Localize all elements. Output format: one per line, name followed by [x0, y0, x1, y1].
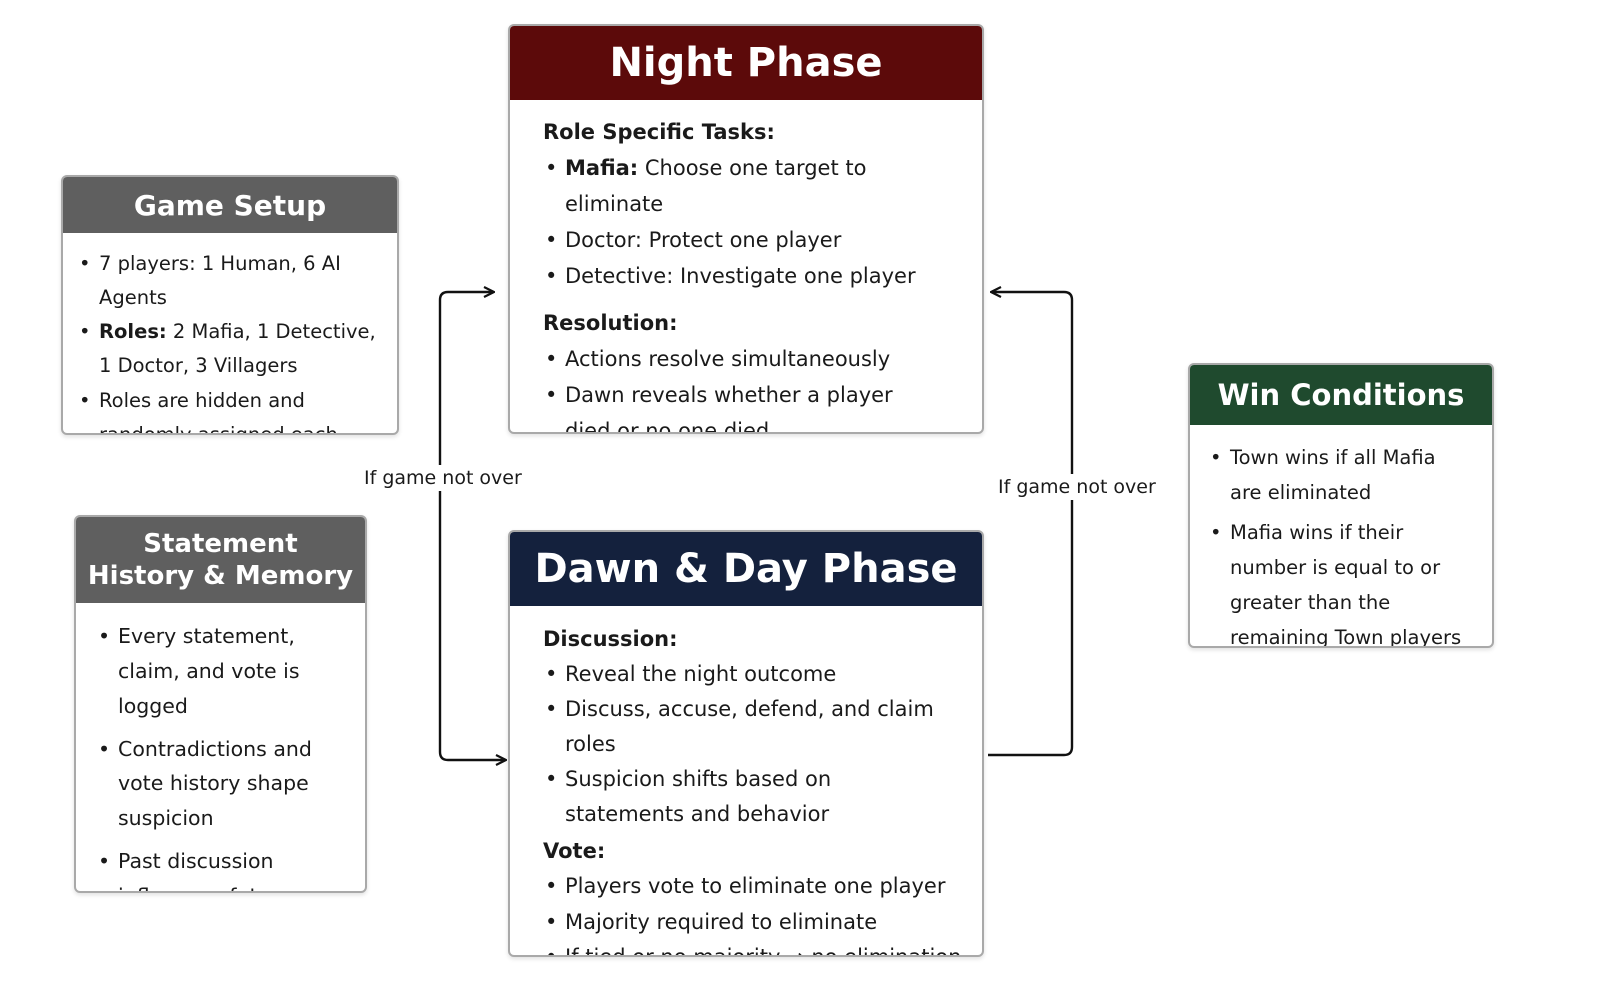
- right-loop-arrow: [988, 292, 1074, 757]
- right-loop-label: If game not over: [994, 474, 1160, 500]
- list-item: Roles are hidden and randomly assigned e…: [79, 384, 389, 434]
- resolution-list: Actions resolve simultaneously Dawn reve…: [543, 341, 962, 432]
- night-phase-header: Night Phase: [510, 26, 982, 100]
- list-item: Majority required to eliminate: [545, 905, 968, 940]
- list-item: Discuss, accuse, defend, and claim roles: [545, 692, 968, 762]
- memory-list: Every statement, claim, and vote is logg…: [96, 619, 355, 891]
- list-item: Mafia wins if their number is equal to o…: [1210, 516, 1482, 646]
- list-item: Mafia: Choose one target to eliminate: [545, 150, 962, 222]
- list-item: Contradictions and vote history shape su…: [98, 732, 355, 837]
- night-phase-box: Night Phase Role Specific Tasks: Mafia: …: [508, 24, 984, 434]
- list-item: Town wins if all Mafia are eliminated: [1210, 441, 1440, 510]
- roles-label: Roles:: [99, 320, 167, 344]
- left-loop-arrow: [438, 292, 505, 760]
- win-conditions-box: Win Conditions Town wins if all Mafia ar…: [1188, 363, 1494, 648]
- role-tasks-list: Mafia: Choose one target to eliminate Do…: [543, 150, 962, 295]
- day-phase-title: Dawn & Day Phase: [534, 546, 958, 592]
- game-setup-list: 7 players: 1 Human, 6 AI Agents Roles: 2…: [77, 247, 389, 434]
- list-item: Suspicion shifts based on statements and…: [545, 762, 945, 832]
- day-phase-box: Dawn & Day Phase Discussion: Reveal the …: [508, 530, 984, 957]
- game-setup-box: Game Setup 7 players: 1 Human, 6 AI Agen…: [61, 175, 399, 435]
- night-phase-title: Night Phase: [609, 40, 883, 86]
- discussion-title: Discussion:: [543, 627, 678, 651]
- vote-title: Vote:: [543, 839, 606, 864]
- list-item: Roles: 2 Mafia, 1 Detective, 1 Doctor, 3…: [79, 315, 389, 383]
- list-item: Players vote to eliminate one player: [545, 869, 968, 904]
- list-item: Actions resolve simultaneously: [545, 341, 962, 377]
- memory-header: Statement History & Memory: [76, 517, 365, 603]
- list-item: Detective: Investigate one player: [545, 258, 962, 294]
- list-item: Every statement, claim, and vote is logg…: [98, 619, 355, 724]
- list-item: 7 players: 1 Human, 6 AI Agents: [79, 247, 389, 315]
- role-tasks-title: Role Specific Tasks:: [543, 120, 775, 144]
- discussion-list: Reveal the night outcome Discuss, accuse…: [543, 657, 968, 832]
- game-setup-header: Game Setup: [63, 177, 397, 233]
- day-phase-header: Dawn & Day Phase: [510, 532, 982, 606]
- game-setup-title: Game Setup: [133, 188, 327, 222]
- list-item: Dawn reveals whether a player died or no…: [545, 377, 925, 432]
- left-loop-label: If game not over: [360, 465, 526, 491]
- resolution-title: Resolution:: [543, 310, 678, 335]
- vote-list: Players vote to eliminate one player Maj…: [543, 869, 968, 955]
- list-item: Reveal the night outcome: [545, 657, 968, 692]
- memory-box: Statement History & Memory Every stateme…: [74, 515, 367, 893]
- memory-title: Statement History & Memory: [87, 528, 354, 592]
- list-item: If tied or no majority → no elimination: [545, 940, 968, 955]
- list-item: Past discussion influences future rounds: [98, 844, 355, 891]
- win-conditions-header: Win Conditions: [1190, 365, 1492, 425]
- win-conditions-list: Town wins if all Mafia are eliminated Ma…: [1208, 441, 1482, 646]
- win-conditions-title: Win Conditions: [1217, 377, 1465, 412]
- mafia-label: Mafia:: [565, 156, 639, 181]
- list-item: Doctor: Protect one player: [545, 222, 962, 258]
